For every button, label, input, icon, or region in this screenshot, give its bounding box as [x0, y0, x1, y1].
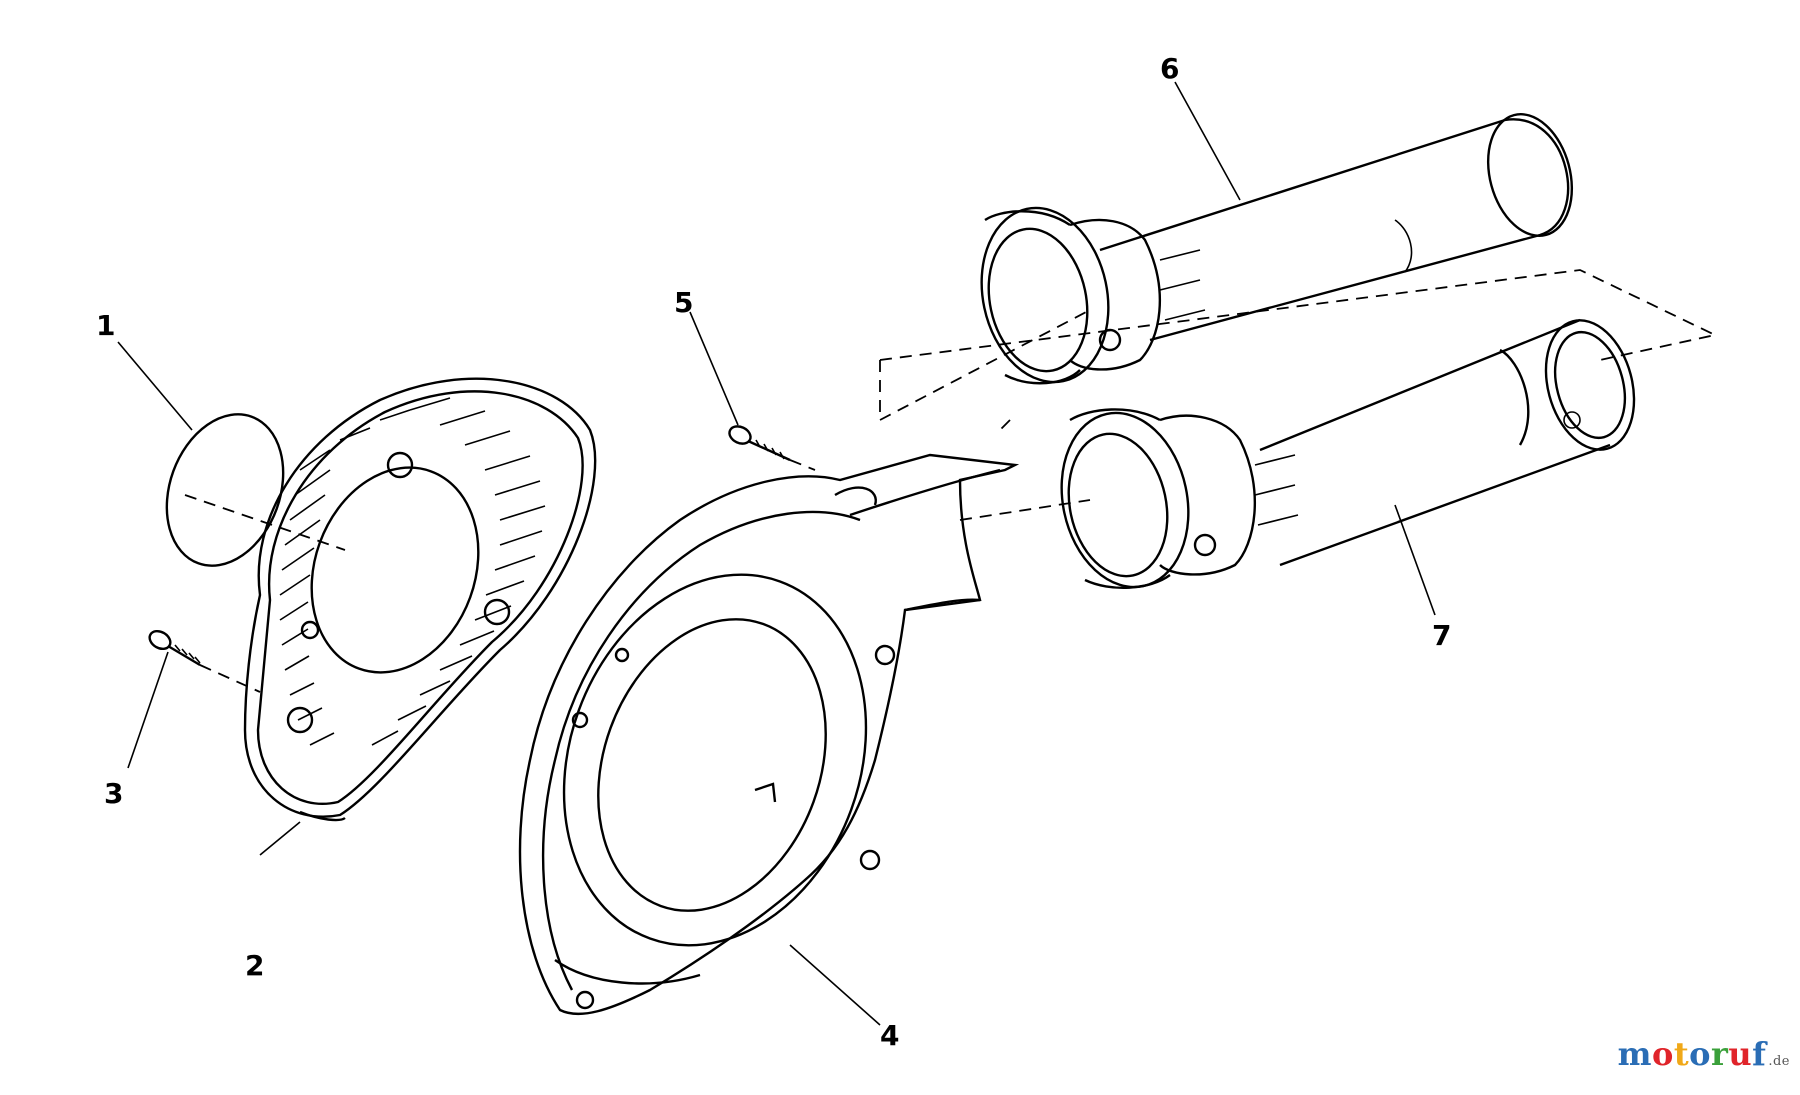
watermark-letter: f [1752, 1035, 1767, 1073]
watermark-letter: u [1728, 1035, 1753, 1073]
watermark-letter: r [1710, 1035, 1729, 1073]
part-3-screw [148, 629, 201, 667]
assembly-guide-lines [184, 269, 1718, 693]
part-2-intake-grille [243, 377, 597, 822]
part-number-labels: 1 2 3 4 5 6 7 [96, 52, 1451, 1052]
part-6-blower-tube [980, 113, 1574, 385]
part-number-5: 5 [674, 286, 693, 319]
watermark-letter: t [1673, 1035, 1690, 1073]
motoruf-watermark-logo: motoruf.de [1618, 1035, 1790, 1073]
watermark-letter: m [1617, 1035, 1652, 1073]
part-7-blower-tube [1060, 318, 1636, 589]
part-4-blower-housing [518, 453, 1020, 1016]
part-number-1: 1 [96, 309, 115, 342]
watermark-letter: o [1651, 1035, 1674, 1073]
part-number-4: 4 [880, 1019, 899, 1052]
part-5-screw [728, 425, 791, 462]
watermark-tld: .de [1768, 1054, 1790, 1069]
part-number-7: 7 [1432, 619, 1451, 652]
watermark-letter: o [1689, 1035, 1711, 1073]
part-number-3: 3 [104, 777, 123, 810]
watermark-name: motoruf [1618, 1035, 1767, 1073]
part-number-6: 6 [1160, 52, 1179, 85]
part-1-gasket [165, 413, 285, 567]
leader-lines [117, 81, 1436, 1026]
part-number-2: 2 [245, 949, 264, 982]
